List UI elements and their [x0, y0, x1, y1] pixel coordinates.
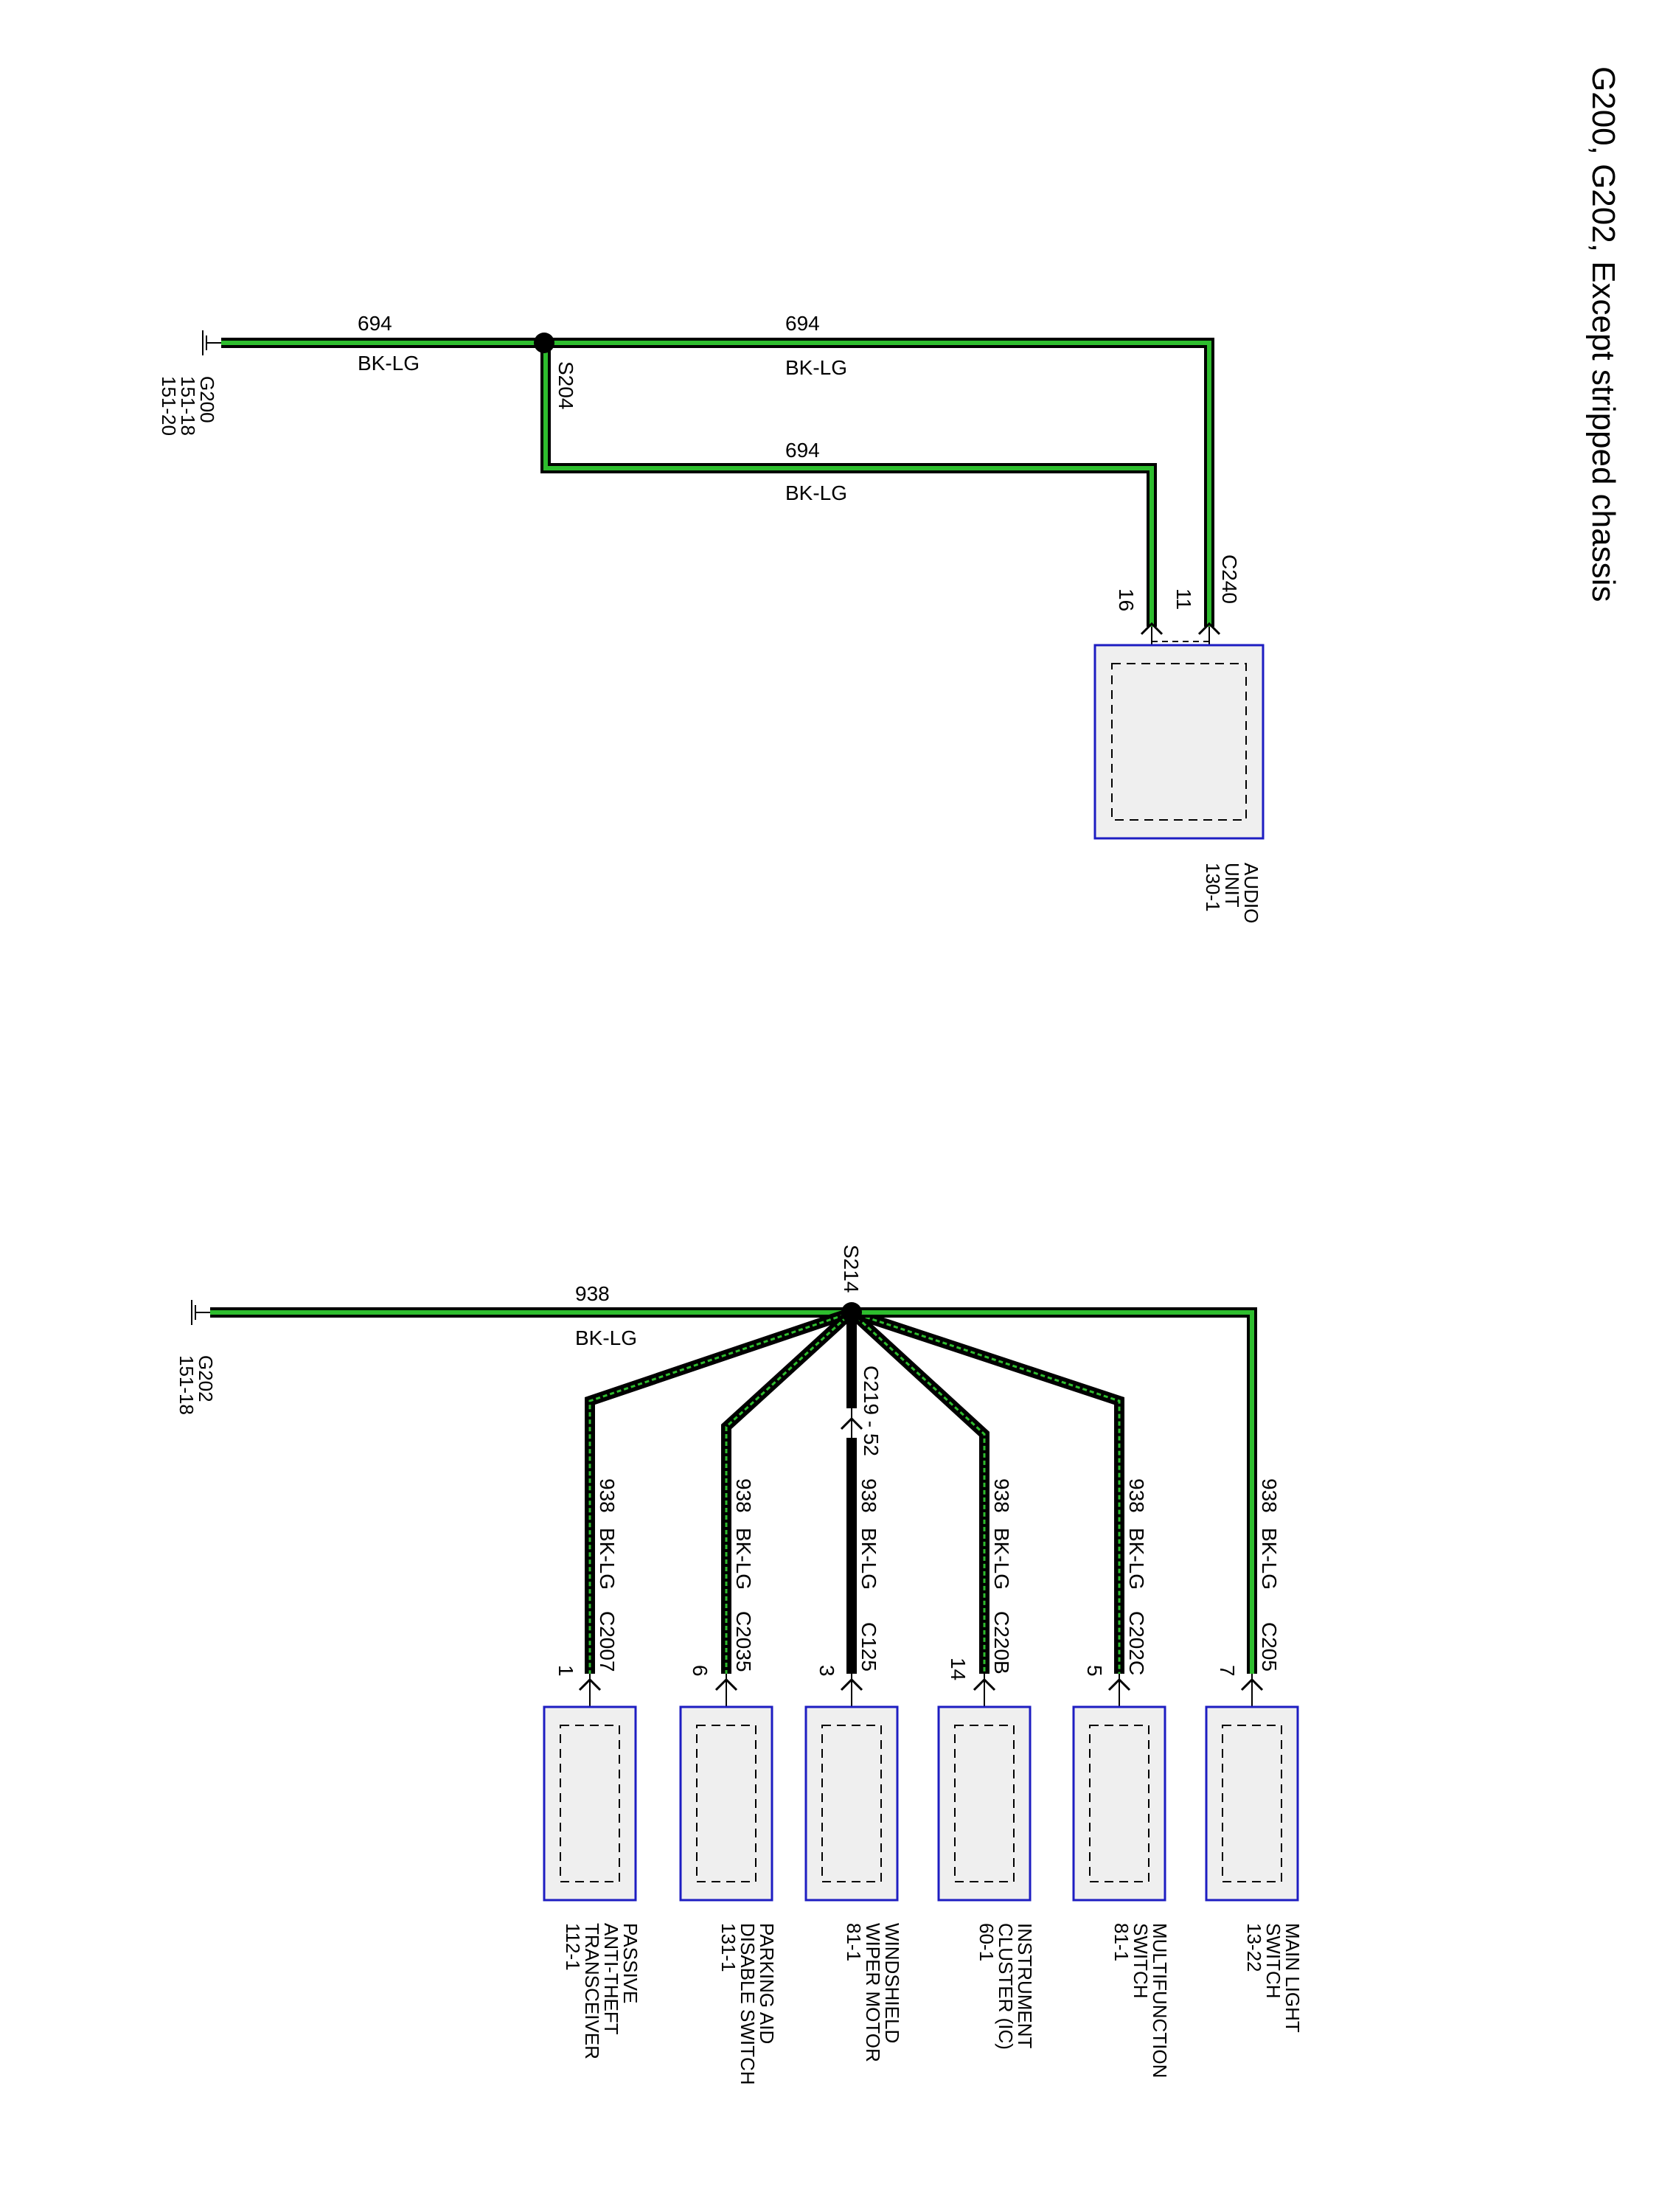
wire-color-label: BK-LG: [990, 1528, 1013, 1590]
component-box: [543, 1705, 637, 1902]
branch-group: 938 BK-LG C205 7 MAIN LIGHT SWITCH 13-22: [1205, 1478, 1304, 2033]
circuit-label: 938: [596, 1478, 619, 1513]
component-label: 13-22: [1243, 1923, 1265, 1972]
component-label: 81-1: [1110, 1923, 1133, 1961]
component-label: PARKING AID: [756, 1923, 778, 2044]
pin-label: 7: [1216, 1665, 1239, 1677]
connector-label: C125: [858, 1622, 880, 1672]
wire-color-label: BK-LG: [785, 481, 847, 504]
wire-color-label: BK-LG: [358, 352, 420, 375]
component-label: WIPER MOTOR: [862, 1923, 884, 2062]
splice-label: S204: [554, 361, 577, 409]
wire-color-label: BK-LG: [858, 1528, 880, 1590]
wire-segment: [540, 343, 1157, 627]
ground-icon: [202, 330, 221, 355]
pin-label: 3: [815, 1665, 838, 1677]
branch-wire: [585, 1307, 854, 1674]
diagram-title: G200, G202, Except stripped chassis: [1585, 66, 1621, 602]
splice-node: [534, 333, 554, 353]
circuit-label: 938: [732, 1478, 755, 1513]
component-label: UNIT: [1221, 863, 1243, 908]
component-label: SWITCH: [1262, 1923, 1284, 1999]
bottom-circuit: G202 151-18 938 BK-LG: [175, 1245, 1304, 2085]
inline-connector-label: C219 - 52: [860, 1366, 883, 1456]
inline-connector-icon: [840, 1408, 863, 1438]
branch-wire: [721, 1308, 855, 1674]
audio-unit-box: [1093, 644, 1265, 840]
component-label: INSTRUMENT: [1014, 1923, 1036, 2049]
wire-color-label: BK-LG: [1258, 1528, 1281, 1590]
connector-label: C240: [1218, 554, 1241, 604]
component-box: [937, 1705, 1032, 1902]
pin-label: 1: [554, 1665, 577, 1677]
circuit-label: 938: [1125, 1478, 1148, 1513]
connector-label: C202C: [1125, 1611, 1148, 1675]
component-box: [679, 1705, 773, 1902]
ground-label: G200: [196, 376, 218, 423]
component-label: TRANSCEIVER: [581, 1923, 603, 2059]
circuit-label: 694: [785, 439, 820, 462]
connector-label: C2035: [732, 1611, 755, 1672]
component-label: ANTI-THEFT: [600, 1923, 622, 2035]
connector-label: C2007: [596, 1611, 619, 1672]
component-label: 130-1: [1202, 863, 1224, 912]
component-label: PASSIVE: [619, 1923, 641, 2003]
wire-color-label: BK-LG: [785, 356, 847, 379]
branch-wire: [848, 1308, 990, 1674]
component-label: MAIN LIGHT: [1281, 1923, 1304, 2033]
ground-ref: 151-18: [177, 376, 199, 436]
component-label: 60-1: [975, 1923, 998, 1961]
component-box: [1205, 1705, 1299, 1902]
splice-node: [841, 1302, 862, 1323]
ground-label: G202: [195, 1355, 217, 1402]
pin-label: 11: [1172, 588, 1195, 610]
connector-label: C205: [1258, 1622, 1281, 1672]
circuit-label: 694: [358, 312, 392, 335]
component-label: 131-1: [717, 1923, 740, 1972]
top-circuit: G200 151-18 151-20 694 BK-LG 694 BK-LG 6…: [158, 312, 1265, 923]
component-label: MULTIFUNCTION: [1149, 1923, 1171, 2078]
splice-label: S214: [840, 1245, 863, 1293]
branch-wire: [849, 1307, 1124, 1674]
component-box: [1072, 1705, 1166, 1902]
wire-segment: [542, 338, 1214, 627]
component-label: 81-1: [843, 1923, 865, 1961]
ground-ref: 151-18: [175, 1355, 198, 1415]
branch-group: 938 BK-LG C2035 6 PARKING AID DISABLE SW…: [679, 1478, 778, 2085]
branch-group: 938 BK-LG C202C 5 MULTIFUNCTION SWITCH 8…: [1072, 1478, 1171, 2078]
pin-label: 5: [1083, 1665, 1106, 1677]
wire-color-label: BK-LG: [732, 1528, 755, 1590]
pin-label: 14: [947, 1658, 970, 1680]
component-box: [804, 1705, 899, 1902]
component-label: SWITCH: [1130, 1923, 1152, 1999]
circuit-label: 938: [575, 1282, 610, 1305]
wire-color-label: BK-LG: [575, 1326, 637, 1349]
component-label: AUDIO: [1240, 863, 1262, 923]
wire-color-label: BK-LG: [596, 1528, 619, 1590]
branch-group: 938 BK-LG C2007 1 PASSIVE ANTI-THEFT TRA…: [543, 1478, 641, 2059]
component-label: DISABLE SWITCH: [737, 1923, 759, 2085]
branch-wire: [852, 1307, 1257, 1674]
wire-color-label: BK-LG: [1125, 1528, 1148, 1590]
circuit-label: 694: [785, 312, 820, 335]
component-label: WINDSHIELD: [881, 1923, 903, 2043]
component-label: 112-1: [562, 1923, 584, 1971]
ground-ref: 151-20: [158, 376, 180, 436]
branch-group: 938 BK-LG C125 3 WINDSHIELD WIPER MOTOR …: [804, 1478, 903, 2062]
pin-label: 16: [1115, 588, 1138, 611]
pin-label: 6: [689, 1665, 712, 1677]
connector-label: C220B: [990, 1611, 1013, 1674]
component-label: CLUSTER (IC): [995, 1923, 1017, 2050]
ground-icon: [191, 1300, 210, 1325]
circuit-label: 938: [858, 1478, 880, 1513]
circuit-label: 938: [990, 1478, 1013, 1513]
circuit-label: 938: [1258, 1478, 1281, 1513]
branch-group: 938 BK-LG C220B 14 INSTRUMENT CLUSTER (I…: [937, 1478, 1036, 2050]
